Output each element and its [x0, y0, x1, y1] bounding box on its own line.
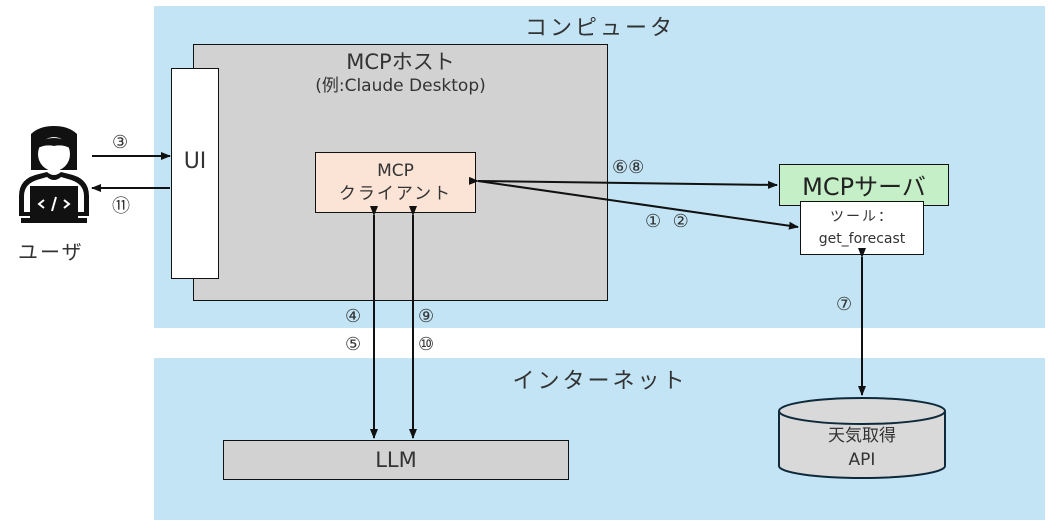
weather-api-line1: 天気取得 — [828, 426, 896, 446]
computer-region-title: コンピュータ — [524, 16, 675, 41]
tool-box: ツール： get_forecast — [800, 201, 924, 255]
weather-api-label: 天気取得 API — [779, 424, 945, 472]
mcp-host-box: MCPホスト (例:Claude Desktop) — [193, 44, 608, 301]
mcp-host-title: MCPホスト — [346, 50, 455, 74]
ui-box: UI — [171, 68, 219, 279]
step-6-8-label: ⑥⑧ — [612, 157, 645, 178]
mcp-server-label: MCPサーバ — [802, 172, 926, 201]
llm-box: LLM — [223, 440, 569, 480]
mcp-client-line1: MCP — [377, 160, 414, 181]
mcp-server-box: MCPサーバ — [779, 164, 949, 206]
step-3-label: ③ — [112, 132, 129, 153]
tool-line1: ツール： — [830, 209, 894, 225]
ui-label: UI — [183, 149, 207, 174]
mcp-client-box: MCP クライアント — [315, 152, 476, 213]
step-11-label: ⑪ — [112, 196, 130, 217]
step-7-label: ⑦ — [836, 294, 853, 315]
tool-line2: get_forecast — [818, 231, 906, 247]
step-10-label: ⑩ — [418, 334, 435, 355]
mcp-client-line2: クライアント — [338, 183, 453, 204]
step-1-2-label: ① ② — [645, 211, 689, 232]
step-5-label: ⑤ — [345, 334, 362, 355]
step-9-label: ⑨ — [418, 306, 435, 327]
internet-region-title: インターネット — [512, 369, 688, 394]
step-4-label: ④ — [345, 306, 362, 327]
weather-api-line2: API — [848, 450, 876, 470]
user-laptop-icon — [19, 126, 89, 223]
llm-label: LLM — [375, 448, 417, 472]
user-label: ユーザ — [18, 240, 84, 264]
mcp-host-subtitle: (例:Claude Desktop) — [315, 76, 486, 96]
